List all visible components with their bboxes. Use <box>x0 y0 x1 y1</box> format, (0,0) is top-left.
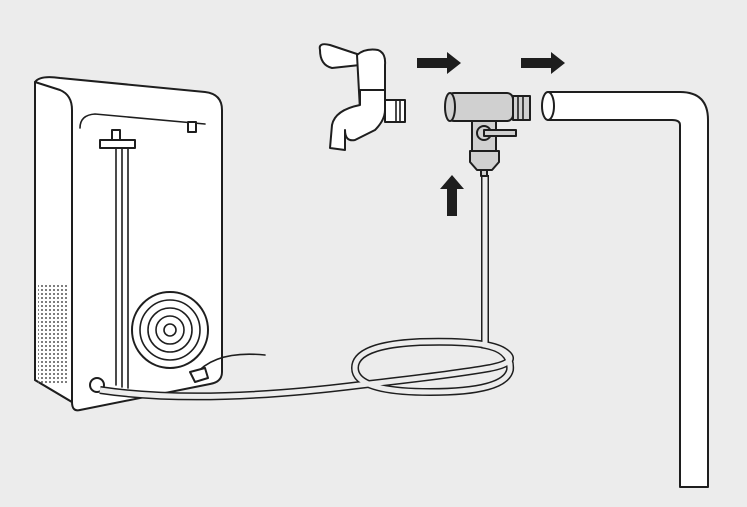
arrow-up-icon <box>440 175 464 216</box>
arrow-right-icon <box>417 52 461 74</box>
faucet-icon <box>318 43 406 151</box>
arrow-right-icon <box>521 52 565 74</box>
water-purifier-icon <box>34 76 266 412</box>
vent-grille <box>38 285 68 385</box>
hose-icon <box>99 175 515 401</box>
tee-valve-icon <box>444 92 531 177</box>
pipe-icon <box>541 91 709 488</box>
